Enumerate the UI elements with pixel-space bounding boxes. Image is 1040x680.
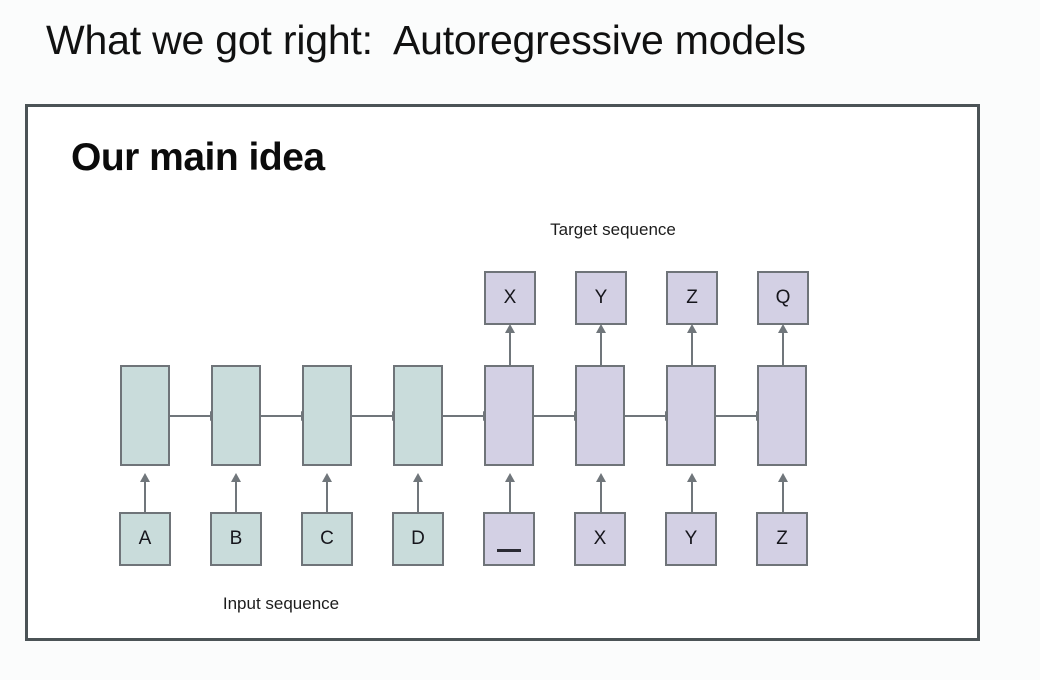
- arrowhead-cell-to-output-2: [687, 324, 697, 333]
- input-token-3: D: [392, 512, 444, 566]
- output-token-0: X: [484, 271, 536, 325]
- arrowhead-input-to-cell-1: [231, 473, 241, 482]
- encoder-cell-2: [302, 365, 352, 466]
- decoder-cell-2: [666, 365, 716, 466]
- output-token-1: Y: [575, 271, 627, 325]
- encoder-cell-0: [120, 365, 170, 466]
- slide-frame: Our main idea Target sequence Input sequ…: [25, 104, 980, 641]
- slide-heading: Our main idea: [71, 136, 325, 179]
- connector-cell-to-output-3: [782, 331, 784, 365]
- output-token-2: Z: [666, 271, 718, 325]
- connector-input-to-cell-4: [509, 479, 511, 512]
- input-token-6: Y: [665, 512, 717, 566]
- input-token-4: [483, 512, 535, 566]
- seq2seq-diagram: Target sequence Input sequence A B C D X: [28, 107, 983, 644]
- connector-input-to-cell-0: [144, 479, 146, 512]
- input-token-2: C: [301, 512, 353, 566]
- encoder-cell-3: [393, 365, 443, 466]
- connector-cell-4-to-5: [534, 415, 575, 417]
- connector-cell-to-output-0: [509, 331, 511, 365]
- arrowhead-cell-to-output-3: [778, 324, 788, 333]
- encoder-cell-1: [211, 365, 261, 466]
- underscore-icon: [497, 549, 521, 552]
- connector-input-to-cell-2: [326, 479, 328, 512]
- arrowhead-input-to-cell-4: [505, 473, 515, 482]
- connector-input-to-cell-3: [417, 479, 419, 512]
- decoder-cell-0: [484, 365, 534, 466]
- connector-cell-1-to-2: [261, 415, 302, 417]
- decoder-cell-3: [757, 365, 807, 466]
- input-token-1: B: [210, 512, 262, 566]
- connector-cell-to-output-2: [691, 331, 693, 365]
- output-token-3: Q: [757, 271, 809, 325]
- input-token-0: A: [119, 512, 171, 566]
- connector-cell-5-to-6: [625, 415, 666, 417]
- arrowhead-input-to-cell-0: [140, 473, 150, 482]
- input-sequence-label: Input sequence: [222, 594, 340, 613]
- arrowhead-cell-to-output-1: [596, 324, 606, 333]
- arrowhead-input-to-cell-6: [687, 473, 697, 482]
- connector-cell-to-output-1: [600, 331, 602, 365]
- arrowhead-input-to-cell-5: [596, 473, 606, 482]
- connector-input-to-cell-7: [782, 479, 784, 512]
- input-token-5: X: [574, 512, 626, 566]
- arrowhead-cell-to-output-0: [505, 324, 515, 333]
- connector-input-to-cell-6: [691, 479, 693, 512]
- connector-cell-3-to-4: [443, 415, 484, 417]
- arrowhead-input-to-cell-3: [413, 473, 423, 482]
- input-token-7: Z: [756, 512, 808, 566]
- page-title: What we got right: Autoregressive models: [46, 17, 806, 63]
- arrowhead-input-to-cell-2: [322, 473, 332, 482]
- target-sequence-label: Target sequence: [550, 220, 676, 239]
- connector-cell-6-to-7: [716, 415, 757, 417]
- connector-cell-2-to-3: [352, 415, 393, 417]
- connector-input-to-cell-5: [600, 479, 602, 512]
- connector-cell-0-to-1: [170, 415, 211, 417]
- decoder-cell-1: [575, 365, 625, 466]
- connector-input-to-cell-1: [235, 479, 237, 512]
- arrowhead-input-to-cell-7: [778, 473, 788, 482]
